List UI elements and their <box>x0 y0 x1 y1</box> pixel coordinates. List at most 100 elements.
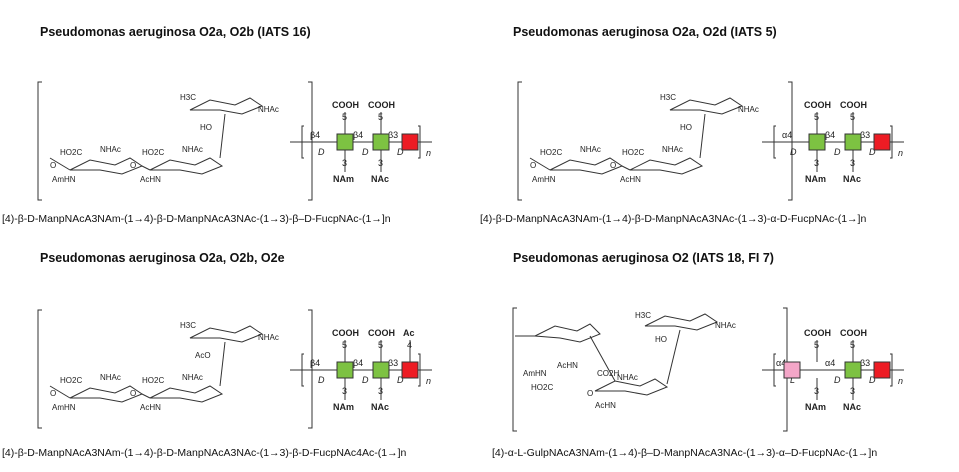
formula-text: [4)-α-L-GulpNAcA3NAm-(1→4)-β–D-ManpNAcA3… <box>492 447 878 459</box>
bottom-label: NAc <box>843 402 861 412</box>
sugar-square <box>873 361 891 379</box>
formula-text: [4)-β-D-ManpNAcA3NAm-(1→4)-β-D-ManpNAcA3… <box>2 213 391 225</box>
chemical-structure: HO2C NHAc O AmHN HO2C NHAc O AcHN H3C NH… <box>37 81 313 201</box>
panel-2: Pseudomonas aeruginosa O2a, O2d (IATS 5)… <box>480 0 950 236</box>
chem-label: CO2H <box>597 369 619 378</box>
letter-label: D <box>834 375 841 385</box>
chem-label: NHAc <box>738 105 759 114</box>
top-label: COOH <box>840 100 867 110</box>
sugar-square <box>844 133 862 151</box>
panel-title: Pseudomonas aeruginosa O2a, O2d (IATS 5) <box>513 25 777 39</box>
sugar-square <box>336 361 354 379</box>
chem-label: O <box>587 389 593 398</box>
chem-label: HO2C <box>60 376 82 385</box>
letter-label: D <box>362 375 369 385</box>
chem-label: NHAc <box>182 145 203 154</box>
panel-title: Pseudomonas aeruginosa O2a, O2b (IATS 16… <box>40 25 311 39</box>
bottom-label: NAc <box>371 174 389 184</box>
sugar-square <box>372 133 390 151</box>
link-label: β4 <box>353 130 363 140</box>
top-label: COOH <box>804 328 831 338</box>
chem-label: HO2C <box>622 148 644 157</box>
sugar-square <box>844 361 862 379</box>
letter-label: D <box>318 147 325 157</box>
chem-label: NHAc <box>100 373 121 382</box>
chem-label: NHAc <box>258 333 279 342</box>
chem-label: H3C <box>180 321 196 330</box>
panel-3: Pseudomonas aeruginosa O2a, O2b, O2e HO2… <box>0 236 470 472</box>
chem-label: NHAc <box>617 373 638 382</box>
chem-label: O <box>130 389 136 398</box>
letter-label: L <box>790 375 795 385</box>
letter-label: D <box>397 147 404 157</box>
chem-label: AcO <box>195 351 211 360</box>
chem-label: O <box>130 161 136 170</box>
repeat-label: n <box>426 148 431 158</box>
chem-label: H3C <box>180 93 196 102</box>
chem-label: HO <box>200 123 212 132</box>
letter-label: D <box>790 147 797 157</box>
link-label: β4 <box>310 130 320 140</box>
link-label: β4 <box>353 358 363 368</box>
panel-4: Pseudomonas aeruginosa O2 (IATS 18, FI 7… <box>480 236 950 472</box>
top-label: COOH <box>332 100 359 110</box>
chem-label: AmHN <box>52 175 76 184</box>
sugar-square <box>808 133 826 151</box>
chem-label: NHAc <box>715 321 736 330</box>
chem-label: AcHN <box>620 175 641 184</box>
link-label: β3 <box>860 358 870 368</box>
sugar-square <box>401 361 419 379</box>
chem-label: NHAc <box>662 145 683 154</box>
chem-label: O <box>610 161 616 170</box>
panel-title: Pseudomonas aeruginosa O2a, O2b, O2e <box>40 251 285 265</box>
chemical-structure: HO2C NHAc O AmHN HO2C NHAc O AcHN H3C NH… <box>517 81 793 201</box>
repeat-label: n <box>898 376 903 386</box>
chem-label: HO2C <box>142 148 164 157</box>
sugar-square <box>783 361 801 379</box>
panel-1: Pseudomonas aeruginosa O2a, O2b (IATS 16… <box>0 0 470 236</box>
chem-label: AcHN <box>140 175 161 184</box>
bottom-label: NAm <box>333 402 354 412</box>
chem-label: NHAc <box>258 105 279 114</box>
chem-label: HO2C <box>60 148 82 157</box>
chem-label: O <box>530 161 536 170</box>
top-label: COOH <box>368 328 395 338</box>
bottom-label: NAm <box>805 174 826 184</box>
letter-label: D <box>318 375 325 385</box>
sugar-square <box>336 133 354 151</box>
chem-label: AmHN <box>52 403 76 412</box>
link-label: α4 <box>825 358 835 368</box>
snfg-diagram: α4 α4 β3 L D D n 5 5 3 3 COOH COOH NAm N… <box>762 328 904 412</box>
top-label: COOH <box>368 100 395 110</box>
bottom-label: NAm <box>805 402 826 412</box>
top-label: Ac <box>403 328 415 338</box>
letter-label: D <box>397 375 404 385</box>
link-label: β3 <box>388 358 398 368</box>
snfg-diagram: α4 β4 β3 D D D n 5 5 3 3 COOH COOH NAm N… <box>762 100 904 184</box>
chem-label: NHAc <box>182 373 203 382</box>
letter-label: D <box>869 147 876 157</box>
chem-label: NHAc <box>580 145 601 154</box>
panel-title: Pseudomonas aeruginosa O2 (IATS 18, FI 7… <box>513 251 774 265</box>
chem-label: HO2C <box>531 383 553 392</box>
snfg-diagram: β4 β4 β3 D D D n 5 5 4 3 3 COOH COOH Ac … <box>290 328 432 412</box>
repeat-label: n <box>898 148 903 158</box>
link-label: α4 <box>782 130 792 140</box>
link-label: β4 <box>310 358 320 368</box>
chem-label: HO2C <box>142 376 164 385</box>
bottom-label: NAc <box>371 402 389 412</box>
chem-label: H3C <box>635 311 651 320</box>
top-label: COOH <box>332 328 359 338</box>
chem-label: AcHN <box>595 401 616 410</box>
top-label: COOH <box>840 328 867 338</box>
letter-label: D <box>834 147 841 157</box>
sugar-square <box>372 361 390 379</box>
link-label: β3 <box>860 130 870 140</box>
chem-label: HO <box>680 123 692 132</box>
chem-label: AmHN <box>523 369 547 378</box>
sugar-square <box>401 133 419 151</box>
chem-label: HO2C <box>540 148 562 157</box>
chem-label: O <box>50 161 56 170</box>
bottom-label: NAm <box>333 174 354 184</box>
chem-label: AmHN <box>532 175 556 184</box>
